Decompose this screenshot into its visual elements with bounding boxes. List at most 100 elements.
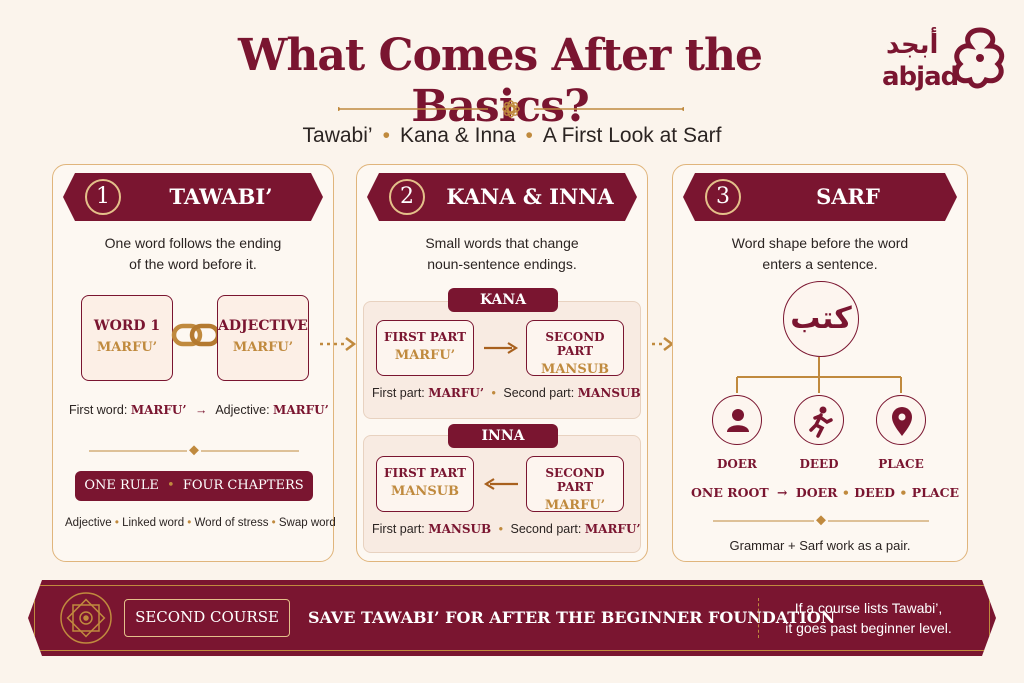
flow-item: PLACE: [911, 485, 960, 500]
branch-label: DOER: [717, 457, 757, 471]
first-part-box: FIRST PART MANSUB: [376, 456, 474, 512]
card-sarf: 3 SARF Word shape before the word enters…: [672, 164, 968, 562]
caption-value: MANSUB: [577, 386, 641, 400]
caption-value: MARFU’: [428, 386, 485, 400]
sarf-note: Grammar + Sarf work as a pair.: [729, 538, 911, 553]
branch-label: DEED: [799, 457, 839, 471]
second-course-badge: SECOND COURSE: [124, 599, 290, 637]
kana-panel: KANA FIRST PART MARFU’ SECOND PART MANSU…: [363, 288, 641, 419]
inna-panel: INNA FIRST PART MANSUB SECOND PART MARFU…: [363, 424, 641, 553]
logo-latin-text: abjad: [882, 62, 959, 92]
card-number: 3: [705, 179, 741, 215]
footer-frame: [34, 585, 990, 651]
footer-message: SAVE TAWABI’ FOR AFTER THE BEGINNER FOUN…: [308, 608, 836, 627]
bullet-dot: •: [841, 485, 850, 500]
location-pin-icon: [892, 407, 912, 436]
description-line: Word shape before the word: [731, 235, 909, 251]
rule-label: Adjective:: [215, 403, 270, 417]
deed-circle: [794, 395, 844, 445]
chapter-list: Adjective • Linked word • Word of stress…: [65, 517, 336, 529]
card-description: One word follows the ending of the word …: [63, 233, 323, 275]
card-title: KANA & INNA: [446, 184, 614, 209]
kana-label: KANA: [448, 288, 558, 312]
title-divider-ornament: [338, 100, 684, 118]
box-label: SECOND PART: [545, 330, 605, 358]
root-branch-connector: [736, 357, 902, 393]
bullet-dot: •: [382, 124, 390, 147]
bullet-dot: •: [268, 517, 279, 529]
box-case: MARFU’: [394, 348, 456, 363]
section-divider: [713, 515, 929, 526]
doer-circle: [712, 395, 762, 445]
one-rule-pill: ONE RULE • FOUR CHAPTERS: [75, 471, 313, 501]
subtitle-topic-2: Kana & Inna: [399, 124, 516, 147]
arrow-left-icon: [483, 478, 518, 490]
chapter-item: Adjective: [65, 517, 112, 529]
person-icon: [727, 409, 749, 432]
card-number: 2: [389, 179, 425, 215]
subtitle-topic-1: Tawabi’: [302, 124, 373, 147]
box-label: ADJECTIVE: [218, 318, 308, 334]
flow-item: DOER: [795, 485, 838, 500]
caption-label: First part:: [372, 522, 425, 536]
flow-item: DEED: [854, 485, 895, 500]
footer-note: If a course lists Tawabi’, it goes past …: [758, 598, 970, 638]
card-title: SARF: [816, 184, 880, 209]
box-label: SECOND PART: [545, 466, 605, 494]
card-description: Small words that change noun-sentence en…: [367, 233, 637, 275]
box-case: MANSUB: [540, 362, 610, 377]
box-label: FIRST PART: [383, 330, 467, 344]
description-line: Small words that change: [425, 235, 579, 251]
caption-label: Second part:: [510, 522, 582, 536]
arrow-right-icon: [484, 342, 519, 354]
place-circle: [876, 395, 926, 445]
caption-value: MARFU’: [584, 522, 641, 536]
star-emblem-icon: [58, 590, 114, 646]
box-case: MARFU’: [96, 340, 158, 355]
box-case: MANSUB: [390, 484, 460, 499]
card-title: TAWABI’: [169, 184, 273, 209]
second-part-box: SECOND PART MARFU’: [526, 456, 624, 513]
bullet-dot: •: [491, 386, 496, 400]
runner-icon: [809, 406, 833, 438]
footer-banner: SECOND COURSE SAVE TAWABI’ FOR AFTER THE…: [28, 580, 996, 656]
pill-text: ONE RULE: [84, 478, 159, 493]
description-line: enters a sentence.: [762, 256, 878, 272]
bullet-dot: •: [167, 478, 175, 493]
bullet-dot: •: [525, 124, 533, 147]
rule-label: First word:: [69, 403, 128, 417]
box-label: FIRST PART: [383, 466, 467, 480]
link-chain-icon: [171, 323, 221, 347]
caption-label: First part:: [372, 386, 425, 400]
note-line: it goes past beginner level.: [785, 620, 952, 636]
logo-mark-icon: [953, 27, 1005, 89]
bullet-dot: •: [184, 517, 195, 529]
bullet-dot: •: [498, 522, 503, 536]
arrow-right-icon: →: [777, 485, 788, 500]
chapter-item: Swap word: [278, 517, 336, 529]
abjad-logo: أبجد abjad: [866, 22, 1016, 97]
inna-label: INNA: [448, 424, 558, 448]
card-banner: 2 KANA & INNA: [367, 173, 637, 221]
page-subtitle: Tawabi’ • Kana & Inna • A First Look at Sarf: [200, 124, 824, 148]
pill-text: FOUR CHAPTERS: [182, 478, 304, 493]
logo-arabic-text: أبجد: [886, 30, 939, 60]
arrow-right-icon: →: [195, 403, 208, 417]
root-flow: ONE ROOT → DOER • DEED • PLACE: [691, 485, 959, 500]
chapter-item: Word of stress: [194, 517, 269, 529]
second-part-box: SECOND PART MANSUB: [526, 320, 624, 377]
card-banner: 3 SARF: [683, 173, 957, 221]
branch-label: PLACE: [878, 457, 924, 471]
rule-value: MARFU’: [273, 403, 329, 417]
agreement-rule: First word: MARFU’ → Adjective: MARFU’: [69, 403, 329, 417]
inna-caption: First part: MANSUB • Second part: MARFU’: [372, 522, 641, 536]
root-word-circle: كتب: [783, 281, 859, 357]
card-banner: 1 TAWABI’: [63, 173, 323, 221]
card-kana-inna: 2 KANA & INNA Small words that change no…: [356, 164, 648, 562]
dotted-arrow-icon: [320, 337, 357, 351]
caption-label: Second part:: [503, 386, 575, 400]
subtitle-topic-3: A First Look at Sarf: [542, 124, 722, 147]
adjective-box: ADJECTIVE MARFU’: [217, 295, 309, 381]
flow-item: ONE ROOT: [691, 485, 769, 500]
caption-value: MANSUB: [428, 522, 492, 536]
